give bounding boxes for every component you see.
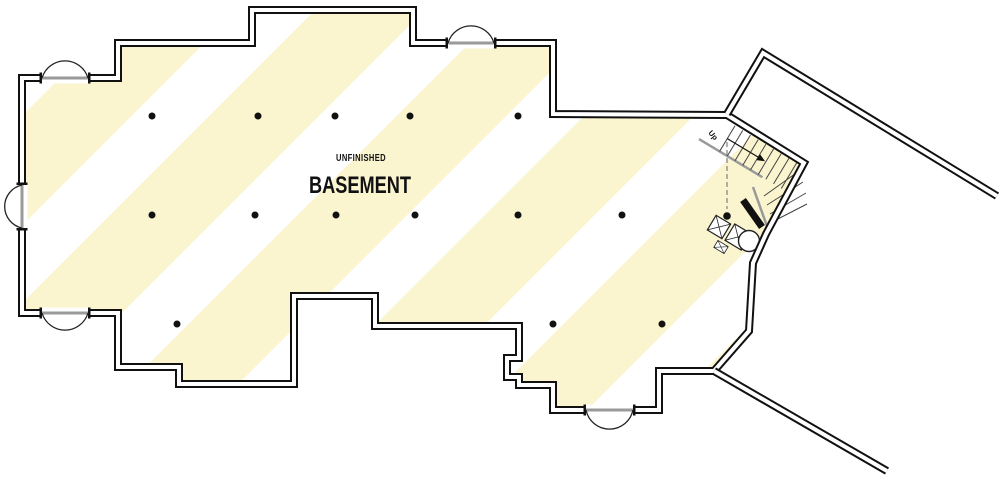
column-dot bbox=[173, 320, 181, 328]
column-dot bbox=[148, 112, 156, 120]
wall-end-cap bbox=[88, 307, 91, 319]
column-dot bbox=[148, 211, 156, 219]
equipment-pad bbox=[713, 239, 729, 255]
wall-end-cap bbox=[88, 72, 91, 84]
furnace-unit-icon bbox=[706, 214, 732, 240]
wall-end-cap bbox=[16, 182, 28, 185]
window-well-top-center bbox=[445, 25, 497, 49]
column-dot bbox=[658, 320, 666, 328]
window-well-arc bbox=[4, 184, 23, 229]
retaining-wall-upper bbox=[723, 47, 1000, 200]
stair-direction-arrow-shaft bbox=[726, 138, 759, 158]
window-well-arc bbox=[41, 312, 89, 331]
wall-outline-inner bbox=[20, 8, 807, 412]
wall-end-cap bbox=[39, 307, 42, 319]
stair-stringer-line bbox=[698, 138, 764, 179]
support-columns bbox=[148, 112, 731, 328]
window-well-arc bbox=[447, 25, 495, 44]
wall-end-cap bbox=[494, 37, 497, 49]
column-dot bbox=[331, 112, 339, 120]
column-dot bbox=[514, 112, 522, 120]
column-dot bbox=[514, 211, 522, 219]
column-dot bbox=[254, 112, 262, 120]
basement-floor-area bbox=[22, 10, 804, 410]
room-label-basement: BASEMENT bbox=[309, 172, 411, 199]
window-well-arc bbox=[41, 60, 89, 79]
window-well-bottom-center bbox=[583, 404, 636, 430]
column-dot bbox=[406, 112, 414, 120]
foundation-walls bbox=[18, 6, 810, 414]
room-label-unfinished: UNFINISHED bbox=[336, 153, 386, 164]
wall-end-cap bbox=[16, 228, 28, 231]
column-dot bbox=[251, 211, 259, 219]
column-dot bbox=[549, 320, 557, 328]
window-well-left bbox=[4, 182, 28, 231]
retaining-wall-lower bbox=[711, 367, 890, 475]
window-well-bottom-left bbox=[39, 307, 91, 331]
stair-flight-upper bbox=[698, 125, 798, 189]
wall-end-cap bbox=[445, 37, 448, 49]
wall-end-cap bbox=[39, 72, 42, 84]
stair-wall-stub bbox=[740, 197, 765, 230]
wall-end-cap bbox=[583, 404, 586, 416]
wall-end-cap bbox=[633, 404, 636, 416]
column-dot bbox=[618, 211, 626, 219]
window-well-arc bbox=[585, 409, 634, 430]
stair-winder-stringer bbox=[751, 186, 770, 230]
column-dot bbox=[723, 212, 731, 220]
column-dot bbox=[411, 211, 419, 219]
window-well-top-left bbox=[39, 60, 91, 84]
stair-direction-arrow-head bbox=[756, 154, 766, 162]
column-dot bbox=[332, 211, 340, 219]
